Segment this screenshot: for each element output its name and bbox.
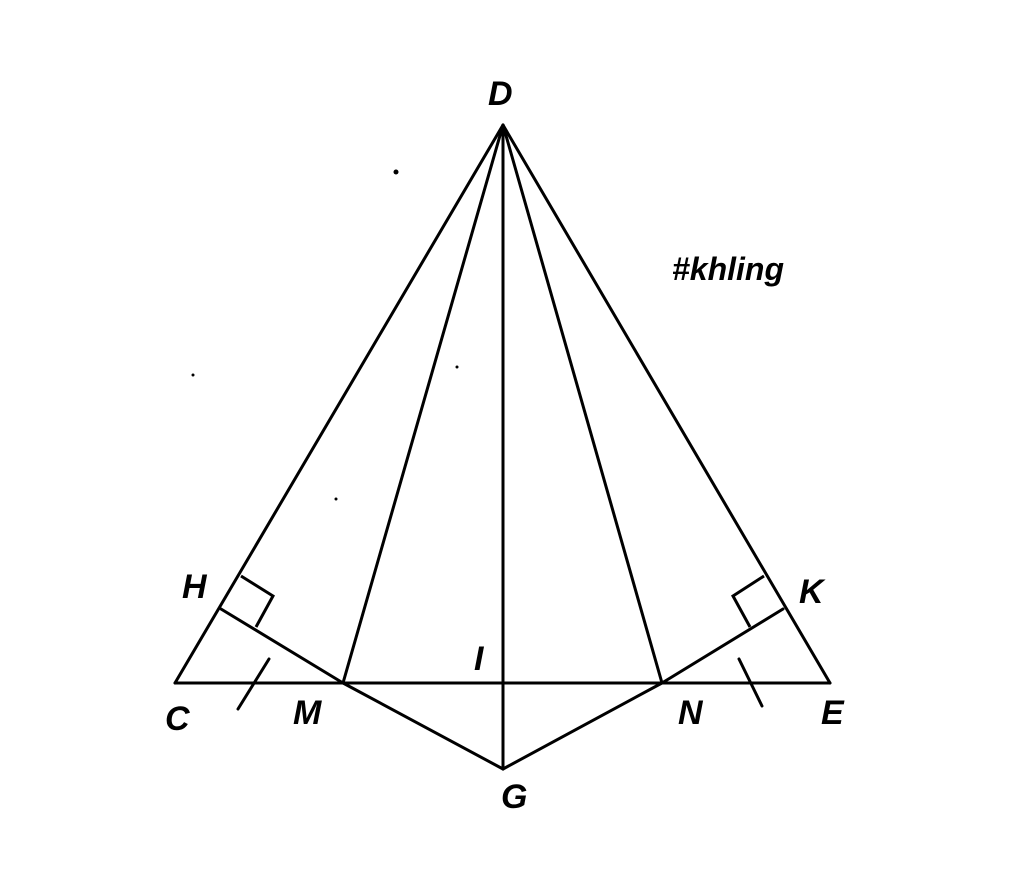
- label-N: N: [678, 694, 704, 732]
- label-K: K: [799, 573, 826, 611]
- right-angle-mark-K: [731, 574, 765, 628]
- label-G: G: [501, 778, 527, 816]
- right-angle-mark-H: [240, 574, 275, 628]
- label-D: D: [488, 75, 513, 113]
- segment-HM: [219, 607, 345, 685]
- watermark: #khling: [672, 251, 784, 287]
- label-E: E: [821, 694, 845, 732]
- segment-DC: [173, 123, 505, 685]
- tick-mark-NE: [737, 657, 764, 708]
- label-C: C: [165, 700, 190, 738]
- segment-DN: [501, 123, 664, 685]
- tick-mark-CM: [236, 657, 271, 711]
- speck: [455, 365, 459, 369]
- segment-MG: [341, 681, 505, 771]
- label-H: H: [182, 568, 208, 606]
- segment-DE: [501, 123, 832, 685]
- speck: [191, 373, 195, 377]
- segment-DM: [341, 123, 505, 685]
- label-M: M: [293, 694, 322, 732]
- speck: [334, 497, 338, 501]
- segment-KN: [660, 607, 785, 685]
- label-I: I: [474, 640, 485, 678]
- speck: [393, 169, 399, 175]
- segment-NG: [501, 681, 664, 771]
